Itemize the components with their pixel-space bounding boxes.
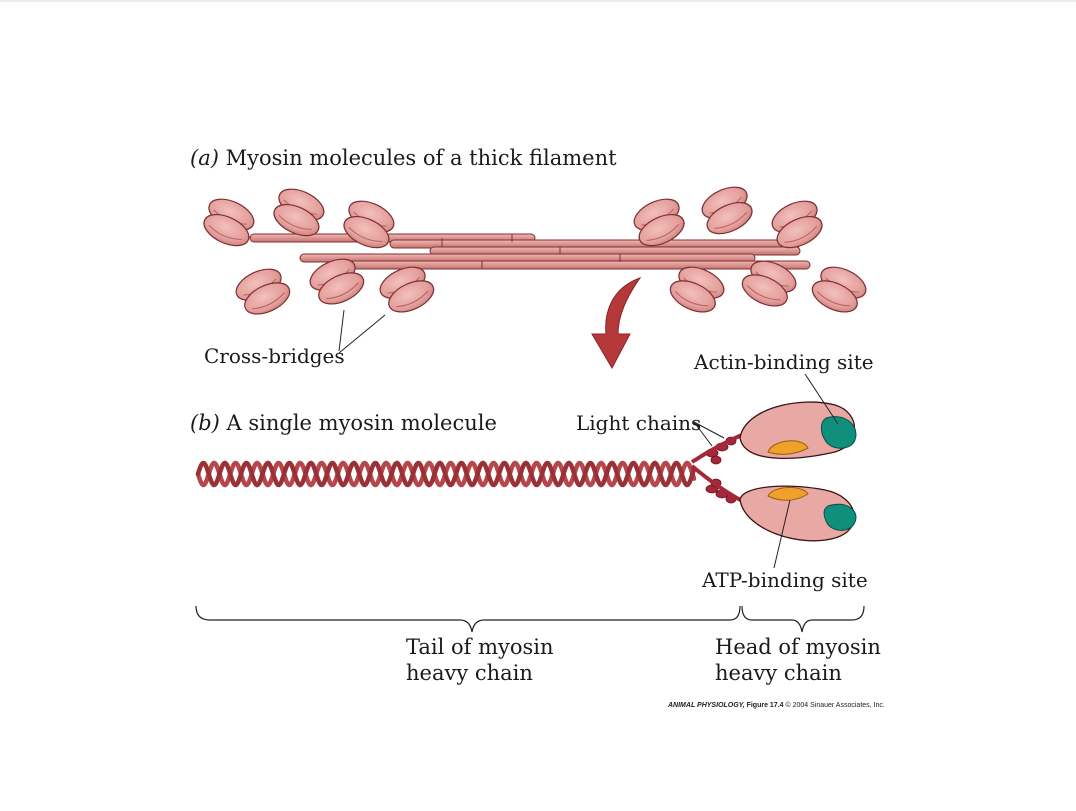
panel-b-title: (b) A single myosin molecule	[190, 411, 497, 435]
myosin-head-upper	[739, 401, 857, 459]
cross-bridge-head	[230, 262, 296, 321]
panel-a-title-text: Myosin molecules of a thick filament	[225, 146, 617, 170]
head-label-line1: Head of myosin	[715, 635, 881, 659]
actin-binding-site-label: Actin-binding site	[694, 350, 874, 374]
tail-label-line1: Tail of myosin	[406, 635, 554, 659]
head-label: Head of myosin heavy chain	[715, 634, 881, 686]
atp-binding-site	[767, 487, 809, 501]
panel-b-letter: (b)	[190, 411, 220, 435]
thick-filament	[198, 180, 872, 321]
credit-book: ANIMAL PHYSIOLOGY,	[668, 702, 745, 709]
tail-brace	[195, 605, 741, 633]
cross-bridge-head	[696, 180, 758, 241]
cross-bridges-leaders	[338, 309, 386, 354]
leader-lines	[693, 373, 839, 569]
cross-bridges-label: Cross-bridges	[204, 344, 345, 368]
myosin-head-lower	[739, 485, 857, 542]
cross-bridge-head	[806, 260, 872, 319]
credit-figure: Figure 17.4	[746, 702, 784, 709]
head-brace	[741, 605, 865, 633]
curved-arrow-icon	[591, 277, 642, 370]
neck-upper	[690, 432, 745, 464]
cross-bridge-head	[268, 182, 330, 243]
panel-a-title: (a) Myosin molecules of a thick filament	[190, 146, 617, 170]
tail-label: Tail of myosin heavy chain	[406, 634, 554, 686]
myosin-tail-helix	[195, 460, 697, 488]
top-border	[0, 0, 1076, 2]
tail-label-line2: heavy chain	[406, 661, 533, 685]
light-chains-label: Light chains	[576, 411, 702, 435]
atp-binding-site-label: ATP-binding site	[702, 568, 868, 592]
cross-bridge-head	[198, 192, 260, 253]
head-label-line2: heavy chain	[715, 661, 842, 685]
panel-b-title-text: A single myosin molecule	[226, 411, 497, 435]
actin-binding-site-lower	[823, 503, 857, 531]
credit-copyright: © 2004 Sinauer Associates, Inc.	[785, 702, 885, 709]
atp-binding-site-upper	[767, 440, 809, 455]
figure-credit: ANIMAL PHYSIOLOGY, Figure 17.4 © 2004 Si…	[668, 702, 885, 709]
actin-binding-site	[820, 416, 857, 449]
panel-a-letter: (a)	[190, 146, 219, 170]
